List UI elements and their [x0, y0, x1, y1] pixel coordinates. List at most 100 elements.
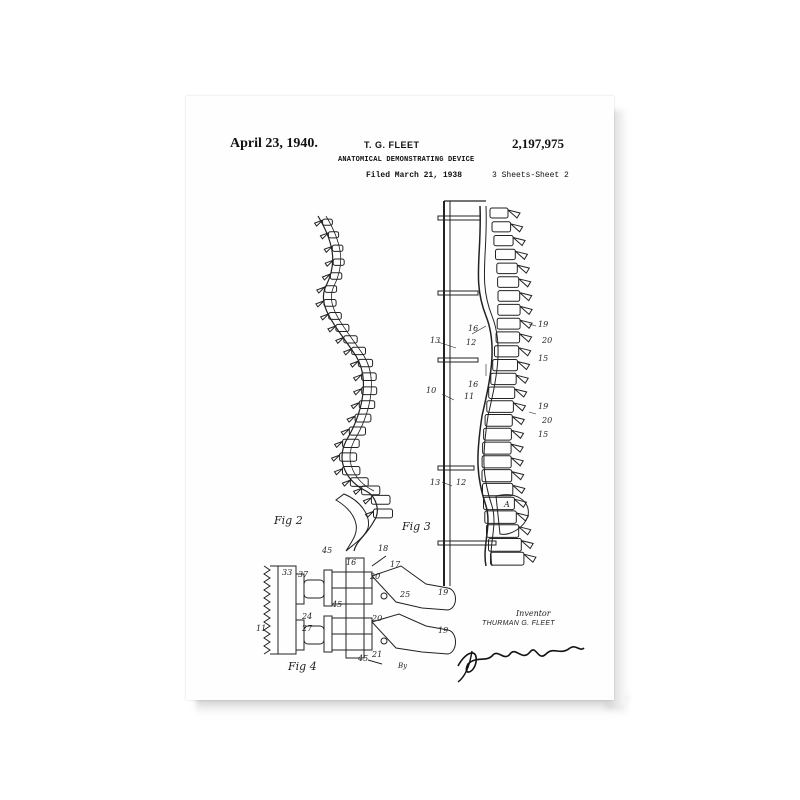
vertebra-body [361, 372, 377, 381]
vertebra-body [490, 372, 517, 386]
vertebra-body [339, 452, 358, 462]
by-label: By [398, 662, 408, 670]
fig4-ref-37: 37 [298, 570, 309, 579]
ref-16-upper: 16 [468, 324, 479, 333]
fig4-ref-27: 27 [302, 624, 313, 633]
vertebra-body [343, 335, 358, 344]
inventor-label: Inventor [516, 609, 551, 618]
vertebra-process [323, 245, 333, 254]
ref-13-upper: 13 [430, 336, 441, 345]
vertebra-process [364, 510, 374, 519]
ref-20-upper: 20 [542, 336, 553, 345]
vertebra-body [322, 218, 333, 226]
vertebra-body [486, 524, 520, 538]
vertebra-body [481, 455, 512, 469]
vertebra-process [507, 209, 521, 219]
vertebra-body [492, 359, 519, 372]
vertebra-process [324, 259, 334, 267]
vertebra-body [357, 358, 374, 368]
vertebra-body [495, 331, 521, 344]
patent-drawing [263, 200, 585, 683]
vertebra-body [329, 272, 343, 280]
vertebra-body [373, 508, 393, 519]
fig4-ref-45-bottom: 45 [358, 654, 369, 663]
fig3-sacrum [495, 494, 529, 535]
vertebra-process [327, 325, 337, 333]
vertebra-body [348, 426, 367, 436]
vertebra-body [331, 244, 344, 252]
vertebra-body [481, 469, 513, 483]
fig4-ref-33: 33 [282, 568, 293, 577]
vertebra-body [493, 235, 514, 247]
ref-10: 10 [426, 386, 437, 395]
fig4-process-lower [371, 613, 456, 655]
vertebra-process [349, 360, 359, 368]
vertebra-process [514, 498, 528, 508]
fig2-vertebrae [313, 218, 393, 519]
ref-12-lower: 12 [456, 478, 467, 487]
vertebra-process [512, 237, 526, 247]
vertebra-body [349, 477, 369, 487]
vertebra-body [488, 386, 516, 399]
vertebra-process [519, 319, 533, 329]
vertebra-body [327, 231, 340, 239]
vertebra-process [335, 336, 345, 345]
vertebra-process [518, 526, 532, 536]
vertebra-body [328, 312, 342, 320]
vertebra-process [333, 440, 343, 449]
vertebra-process [315, 300, 325, 308]
vertebra-process [514, 388, 528, 398]
vertebra-process [518, 278, 532, 288]
ref-15-lower: 15 [538, 430, 549, 439]
vertebra-body [483, 496, 515, 511]
vertebra-body [361, 485, 381, 496]
ref-19-lower: 19 [538, 402, 549, 411]
vertebra-process [516, 264, 531, 274]
vertebra-process [513, 402, 527, 412]
patent-sheets: 3 Sheets-Sheet 2 [492, 171, 569, 180]
fig4-ref-45-top: 45 [322, 546, 333, 555]
vertebra-body [354, 413, 372, 423]
vertebra-process [515, 374, 529, 384]
vertebra-body [486, 400, 514, 413]
vertebra-body [358, 400, 376, 410]
fig4-ref-45-mid: 45 [332, 600, 343, 609]
vertebra-process [321, 273, 331, 281]
vertebra-process [352, 388, 363, 396]
vertebra-process [517, 361, 531, 371]
fig4-ref-20-lower: 20 [372, 614, 383, 623]
vertebra-body [497, 290, 521, 302]
vertebra-process [341, 479, 351, 487]
fig3-support-rod [477, 205, 493, 567]
vertebra-body [494, 345, 520, 358]
ref-15-upper: 15 [538, 354, 549, 363]
signature-scrawl [457, 646, 585, 673]
vertebra-body [490, 551, 525, 566]
fig4-ref-24: 24 [302, 612, 313, 621]
ref-12-upper: 12 [466, 338, 477, 347]
vertebra-body [335, 323, 350, 332]
vertebra-process [342, 348, 353, 356]
vertebra-body [361, 386, 378, 396]
fig4-process-upper [371, 565, 456, 611]
ref-16-lower: 16 [468, 380, 479, 389]
vertebra-process [511, 471, 525, 481]
vertebra-process [510, 223, 524, 233]
vertebra-process [519, 333, 533, 343]
inventor-name: THURMAN G. FLEET [482, 620, 555, 627]
vertebra-body [351, 346, 366, 356]
vertebra-body [496, 262, 518, 275]
fig3-vertebrae [481, 207, 537, 566]
vertebra-process [362, 497, 372, 505]
ref-19-upper: 19 [538, 320, 549, 329]
fig2-sacrum [335, 493, 370, 552]
vertebra-process [511, 416, 526, 426]
ref-13-lower: 13 [430, 478, 441, 487]
vertebra-body [482, 441, 512, 455]
vertebra-process [520, 540, 534, 550]
fig4-ref-17: 17 [390, 560, 401, 569]
patent-number: 2,197,975 [512, 136, 564, 151]
vertebra-body [484, 510, 517, 524]
fig4-detail [263, 555, 456, 665]
vertebra-process [346, 415, 356, 423]
